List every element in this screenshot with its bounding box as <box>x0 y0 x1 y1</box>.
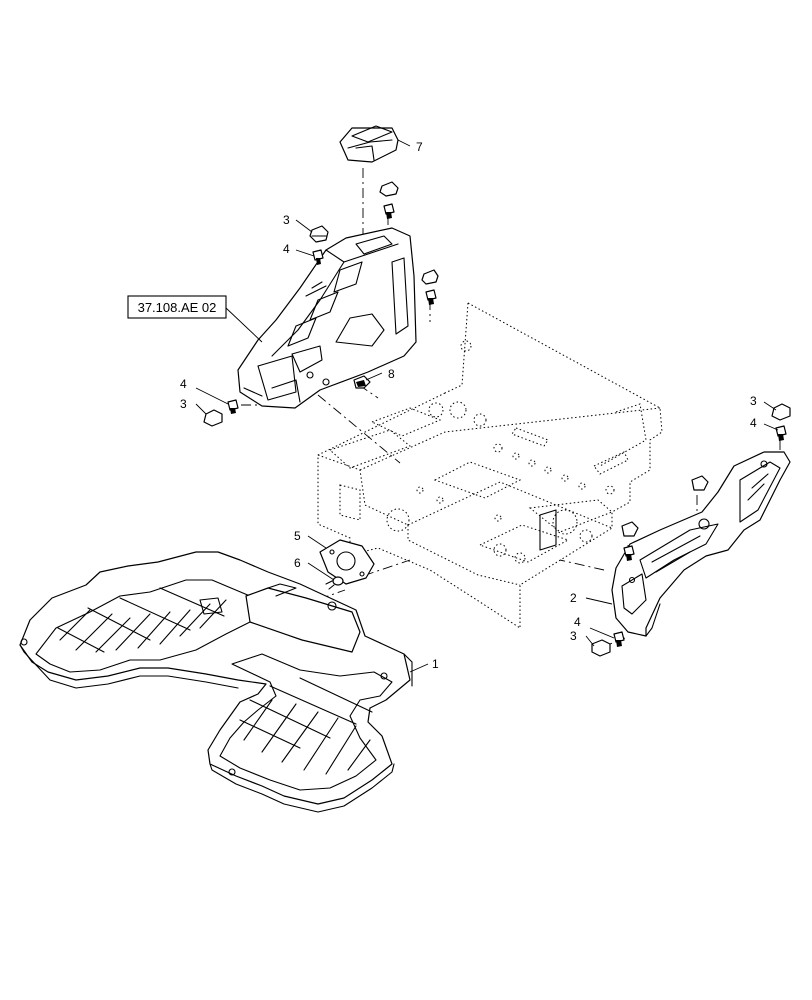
cab-floor-frame <box>317 302 663 629</box>
callouts: 7 3 4 4 3 8 5 6 1 2 4 3 3 4 <box>180 140 757 671</box>
part-7-tray <box>339 125 399 163</box>
console-assembly <box>237 227 417 409</box>
callout-6: 6 <box>294 556 301 570</box>
callout-2: 2 <box>570 591 577 605</box>
leader-lines <box>195 139 779 673</box>
callout-3-left: 3 <box>180 397 187 411</box>
callout-3-top: 3 <box>283 213 290 227</box>
fasteners <box>203 181 791 657</box>
reference-box[interactable]: 37.108.AE 02 <box>127 295 227 319</box>
callout-1: 1 <box>432 657 439 671</box>
callout-4-top: 4 <box>283 242 290 256</box>
part-2-bracket <box>611 451 791 637</box>
callout-4-left: 4 <box>180 377 187 391</box>
part-1-floor-mat <box>19 551 413 813</box>
callout-8: 8 <box>388 367 395 381</box>
part-5-plate <box>319 539 375 585</box>
callout-7: 7 <box>416 140 423 154</box>
callout-3-right-top: 3 <box>750 394 757 408</box>
part-6-bolt <box>325 576 344 590</box>
bolt-4-top <box>312 249 324 265</box>
callout-3-right-bottom: 3 <box>570 629 577 643</box>
callout-4-right-top: 4 <box>750 416 757 430</box>
callout-5: 5 <box>294 529 301 543</box>
reference-label: 37.108.AE 02 <box>138 300 217 315</box>
callout-4-right-bottom: 4 <box>574 615 581 629</box>
